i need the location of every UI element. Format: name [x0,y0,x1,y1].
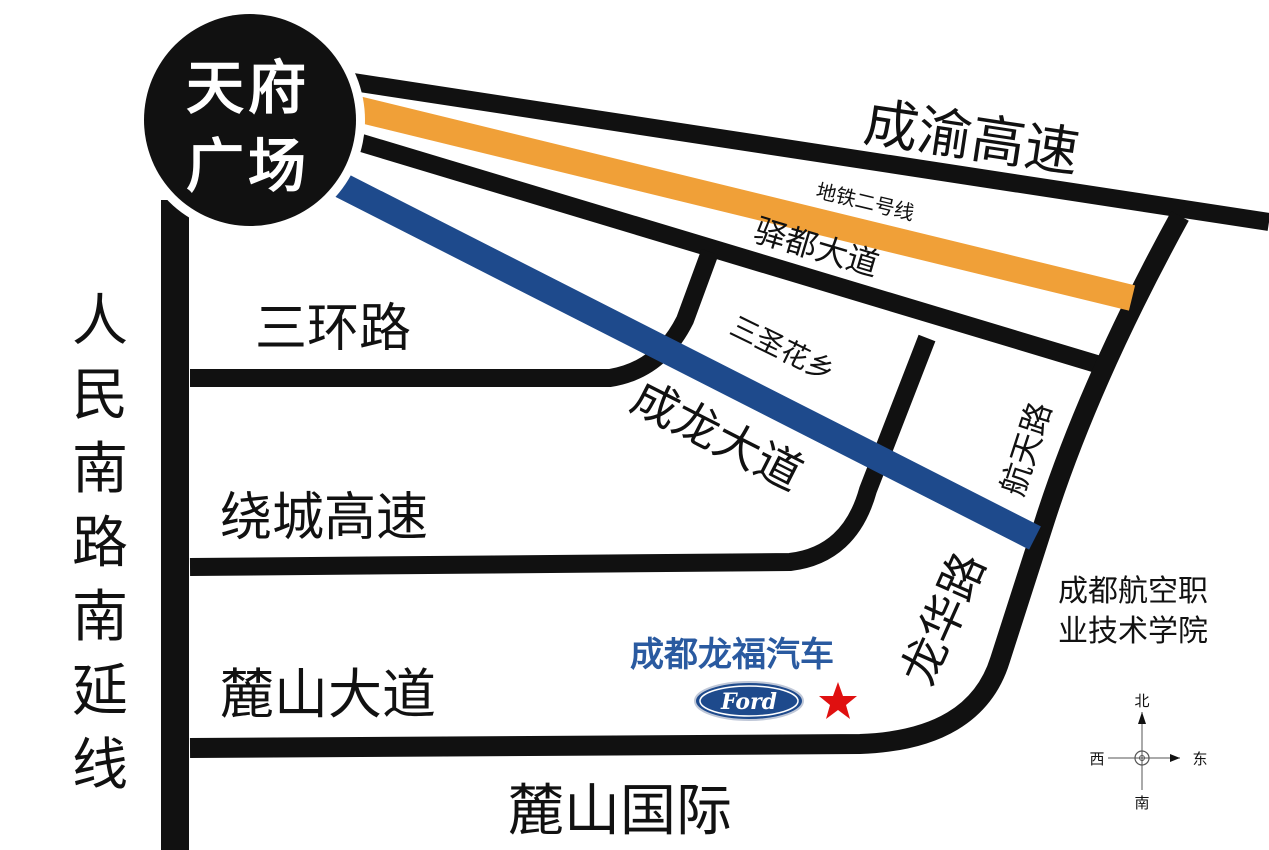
tianfu-plaza-label-line2: 广场 [186,132,310,200]
tianfu-plaza-label-line1: 天府 [186,54,310,122]
compass-rose: 北 南 东 西 [1089,692,1207,812]
renmin-south-char: 线 [72,733,128,798]
ford-logo-text: Ford [720,689,777,715]
tianfu-plaza-circle [144,14,356,226]
compass-north-label: 北 [1134,692,1149,710]
chenglong-avenue-route [329,170,1041,550]
renmin-south-char: 民 [72,363,128,428]
third-ring-road [190,248,719,387]
compass-west-label: 西 [1089,750,1104,768]
lushan-avenue-road [189,211,1189,758]
longhua-road-label: 龙华路 [891,544,996,692]
ford-logo-rim [699,685,799,717]
lushan-avenue-label: 麓山大道 [220,663,436,726]
college-label-line2: 业技术学院 [1058,614,1208,649]
ford-logo [694,681,804,721]
dealer-name: 成都龙福汽车 [630,635,834,675]
renmin-south-char: 人 [72,289,128,354]
renmin-south-char: 路 [72,511,128,576]
renmin-south-char: 南 [72,585,128,650]
star-icon [819,682,857,719]
yidu-avenue-road [342,129,1113,377]
compass-center [1134,750,1150,766]
metro-line2-route [341,93,1136,311]
renmin-south-label: 人 民 南 路 南 延 线 [72,289,128,798]
third-ring-label: 三环路 [255,299,411,359]
ring-expressway-road [189,334,936,576]
lushan-international-label: 麓山国际 [508,779,732,844]
ring-expressway-label: 绕城高速 [220,488,428,548]
chengyu-expressway-road [338,71,1269,231]
compass-east-label: 东 [1192,750,1207,768]
renmin-south-char: 延 [72,659,128,724]
compass-north-arrow-icon [1138,712,1146,724]
renmin-south-char: 南 [72,437,128,502]
compass-center-dot [1139,755,1145,761]
compass-east-arrow-icon [1170,754,1180,762]
college-label-line1: 成都航空职 [1058,574,1208,609]
compass-south-label: 南 [1134,794,1149,812]
